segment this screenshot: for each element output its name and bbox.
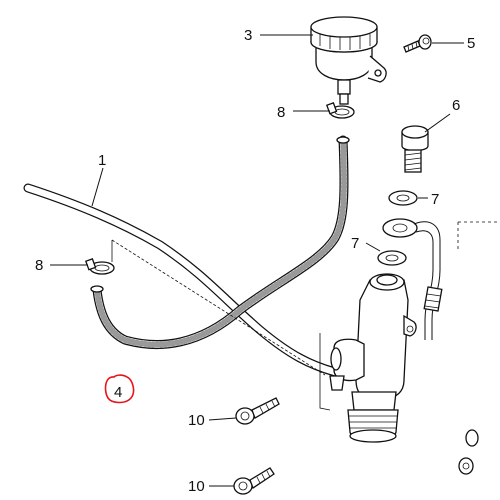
- callout-7-upper: 7: [431, 191, 439, 208]
- callouts: 1 3 5 8 6 7 7 8 4 10 10: [35, 27, 475, 495]
- callout-8-left: 8: [35, 257, 43, 274]
- master-cylinder-body: [329, 273, 417, 443]
- part-7-washer-upper: [388, 190, 418, 206]
- callout-7-lower: 7: [351, 235, 359, 252]
- dashed-guide-lines: [111, 239, 331, 411]
- part-4-reservoir-hose: [90, 135, 350, 349]
- part-3-reservoir: [310, 16, 387, 105]
- callout-10-upper: 10: [188, 412, 205, 429]
- callout-8-upper: 8: [277, 104, 285, 121]
- part-8-clamp-upper: [325, 102, 355, 119]
- part-10-bolt-upper: [235, 397, 280, 425]
- callout-4: 4: [114, 384, 122, 401]
- callout-3: 3: [244, 27, 252, 44]
- part-8-clamp-left: [84, 258, 115, 275]
- callout-1: 1: [98, 152, 106, 169]
- part-5-screw: [403, 34, 432, 53]
- part-10-bolt-lower: [233, 467, 275, 495]
- part-1-hose: [23, 183, 340, 377]
- leader-lines: [50, 34, 464, 487]
- callout-5: 5: [467, 35, 475, 52]
- part-6-banjo-bolt: [401, 125, 429, 173]
- brake-pipe: [382, 218, 443, 340]
- right-edge-parts: [457, 221, 500, 475]
- callout-6: 6: [452, 97, 460, 114]
- callout-10-lower: 10: [188, 478, 205, 495]
- part-7-washer-lower: [377, 250, 407, 266]
- highlight-circle: [104, 374, 135, 404]
